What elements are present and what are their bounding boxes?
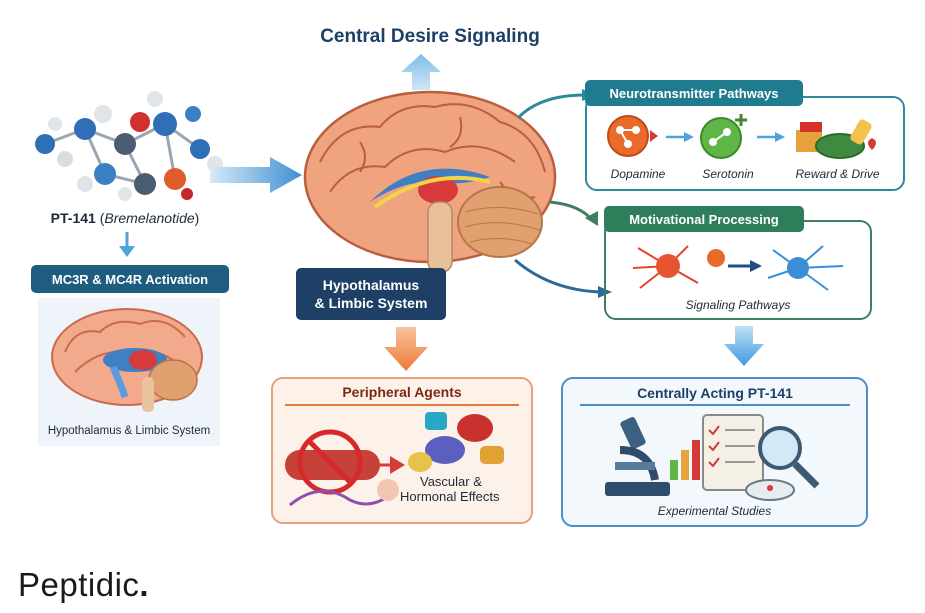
dopamine-icon: [607, 115, 658, 157]
neurotransmitter-panel-title: Neurotransmitter Pathways: [585, 80, 803, 106]
peripheral-caption-line2: Hormonal Effects: [400, 489, 500, 504]
brain-icon: [303, 90, 557, 273]
divider: [285, 404, 519, 406]
dopamine-label: Dopamine: [610, 167, 666, 181]
receptor-panel-title: MC3R & MC4R Activation: [31, 265, 229, 293]
central-panel-caption: Experimental Studies: [657, 504, 772, 518]
serotonin-label: Serotonin: [702, 167, 754, 181]
up-arrow-icon: [401, 54, 441, 90]
blue-down-arrow-icon: [724, 326, 764, 366]
neuron-icon: [632, 245, 844, 291]
orange-down-arrow-icon: [384, 327, 428, 371]
receptor-panel-caption: Hypothalamus & Limbic System: [47, 425, 211, 437]
peripheral-caption-line1: Vascular &: [420, 474, 482, 489]
molecule-name: PT-141: [50, 210, 96, 226]
diagram-title: Central Desire Signaling: [320, 26, 540, 47]
molecule-paren-close: ): [194, 210, 200, 226]
research-illustration: [605, 414, 820, 501]
brand-dot: .: [139, 566, 150, 603]
reward-icon: [796, 119, 876, 159]
peripheral-caption: Vascular & Hormonal Effects: [400, 474, 530, 504]
molecule-subtitle: Bremelanotide: [104, 210, 195, 226]
brain-cross-section-icon: [51, 308, 203, 412]
arrow-icon: [757, 132, 785, 142]
down-arrow-icon: [119, 232, 135, 257]
reward-label: Reward & Drive: [795, 167, 880, 181]
central-panel-title: Centrally Acting PT-141: [637, 385, 793, 401]
brain-region-label: Hypothalamus & Limbic System: [296, 268, 446, 320]
brand-name: Peptidic: [18, 566, 140, 603]
brand-logo: Peptidic.: [18, 566, 149, 604]
right-arrow-icon: [210, 157, 302, 193]
molecule-label: PT-141 (Bremelanotide): [40, 210, 210, 226]
motivation-panel-title: Motivational Processing: [604, 206, 804, 232]
motivation-caption: Signaling Pathways: [685, 298, 791, 312]
peripheral-panel-title: Peripheral Agents: [342, 384, 462, 400]
divider: [580, 404, 850, 406]
serotonin-icon: [700, 114, 747, 159]
peripheral-illustration: [285, 412, 504, 507]
arrow-icon: [666, 132, 694, 142]
molecule-paren-open: (: [99, 210, 105, 226]
molecule-icon: [35, 91, 223, 201]
